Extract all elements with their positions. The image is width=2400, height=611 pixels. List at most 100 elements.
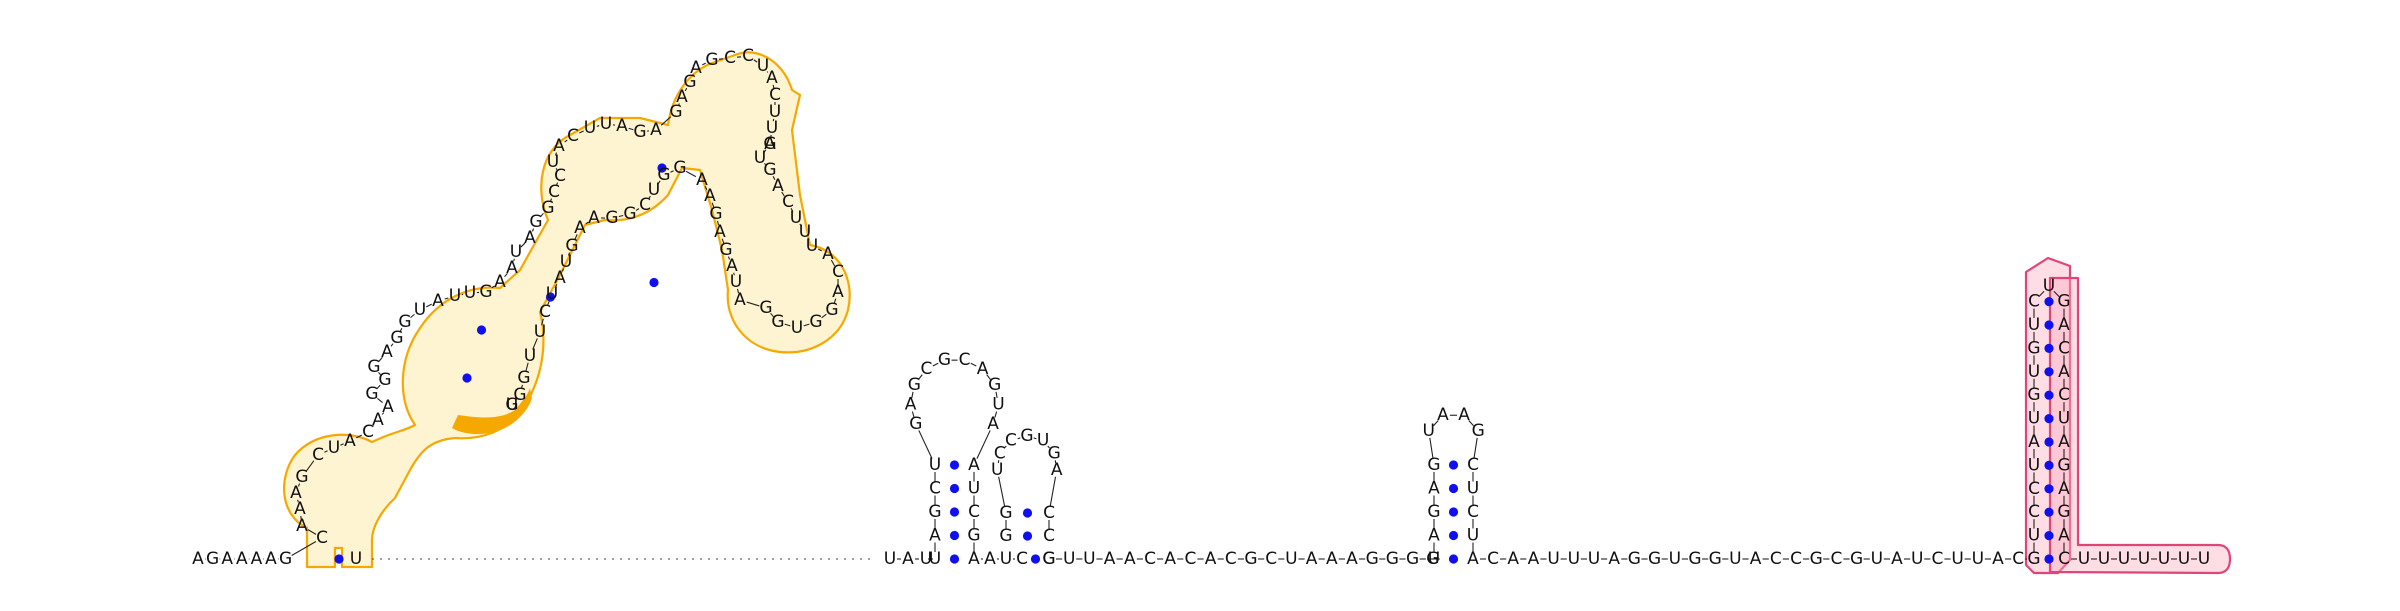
hairpin2-stem-base: A <box>929 526 941 546</box>
backbone-link <box>491 285 495 289</box>
backbone-link <box>753 59 758 63</box>
hairpin1-base: U <box>546 284 558 304</box>
backbone-link <box>998 476 1006 507</box>
base-pair-dot <box>649 277 659 288</box>
base-pair-dot <box>2044 554 2054 564</box>
hairpin2-stem-base: A <box>968 549 980 569</box>
hairpin3-stem-base: G <box>999 526 1012 546</box>
backbone-link <box>807 238 810 240</box>
hairpin5-stem-base: C <box>2028 502 2040 522</box>
backbone-link <box>513 258 515 262</box>
backbone-link <box>670 170 674 173</box>
hairpin5-stem-base: C <box>2028 292 2040 312</box>
backbone-link <box>504 272 508 278</box>
hairpin5-stem-base: U <box>2028 526 2040 546</box>
linker4-base: G <box>1648 549 1661 569</box>
hairpin1-base: A <box>294 499 306 519</box>
base-pair-dot <box>2044 343 2054 353</box>
five-prime-tail-base: G <box>206 549 219 569</box>
base-pair-dot <box>949 507 960 517</box>
backbone-link <box>830 259 836 267</box>
hairpin1-base: G <box>709 204 722 224</box>
backbone-link <box>1033 437 1037 440</box>
hairpin2-stem-base: G <box>928 502 941 522</box>
linker4-base: U <box>1729 549 1741 569</box>
hairpin1-base: A <box>650 120 662 140</box>
hairpin1-base: U <box>799 222 811 242</box>
hairpin5-stem-base: C <box>2058 338 2070 358</box>
linker1-base: U <box>920 549 932 569</box>
backbone-link <box>399 328 403 332</box>
hairpin1-base: U <box>524 346 536 366</box>
backbone-link <box>986 374 991 380</box>
backbone-link <box>918 430 933 459</box>
hairpin3-loop-base: A <box>1051 460 1063 480</box>
backbone-link <box>932 362 939 367</box>
backbone-link <box>799 223 802 227</box>
hairpin4-loop-base: U <box>1423 421 1435 441</box>
three-prime-tail-base: U <box>2178 549 2190 569</box>
base-pair-dot <box>1448 507 1459 517</box>
hairpin1-base: C <box>316 528 328 548</box>
backbone-link <box>410 313 415 319</box>
linker3-base: C <box>1225 549 1237 569</box>
backbone-link <box>377 397 383 404</box>
backbone-link <box>763 149 767 153</box>
backbone-link <box>579 130 584 134</box>
hairpin2-loop-base: A <box>987 414 999 434</box>
backbone-link <box>994 411 998 418</box>
hairpin5-stem-base: A <box>2028 432 2040 452</box>
hairpin5-stem-base: U <box>2058 409 2070 429</box>
backbone-link <box>1047 445 1050 449</box>
base-pair-dot <box>2044 531 2054 541</box>
hairpin1-base: G <box>365 384 378 404</box>
three-prime-tail-base: U <box>2078 549 2090 569</box>
hairpin1-base: A <box>381 342 393 362</box>
hairpin3-loop-base: C <box>994 443 1006 463</box>
linker4-base: A <box>1507 549 1519 569</box>
linker3-base: C <box>1265 549 1277 569</box>
backbone-link <box>736 288 740 294</box>
hairpin1-base: C <box>639 195 651 215</box>
hairpin1-base: U <box>790 208 802 228</box>
backbone-link <box>541 318 544 326</box>
base-pair-dot <box>2044 414 2054 424</box>
hairpin1-base: G <box>759 298 772 318</box>
hairpin1-base: A <box>494 272 506 292</box>
hairpin1-base: G <box>367 357 380 377</box>
hairpin1-loop-base: A <box>766 68 778 88</box>
linker4-base: C <box>1931 549 1943 569</box>
linker3-base: G <box>1426 549 1439 569</box>
linker4-base: U <box>1911 549 1923 569</box>
hairpin5-stem-base: G <box>2027 385 2040 405</box>
backbone-link <box>678 103 680 106</box>
hairpin1-base: G <box>513 385 526 405</box>
backbone-link <box>324 450 328 453</box>
backbone-link <box>772 84 775 89</box>
hairpin5-stem-base: G <box>2057 292 2070 312</box>
hairpin2-stem-base: A <box>968 455 980 475</box>
backbone-link <box>911 411 915 418</box>
backbone-link <box>426 303 432 308</box>
hairpin5-stem-base: A <box>2058 362 2070 382</box>
hairpin1-base: G <box>378 370 391 390</box>
hairpin1-base: A <box>704 186 716 206</box>
hairpin1-base: U <box>560 252 572 272</box>
base-pair-dot <box>949 483 960 494</box>
backbone-link <box>784 323 791 327</box>
linker3-base: C <box>1144 549 1156 569</box>
hairpin1-base: U <box>534 322 546 342</box>
linker3-base: G <box>1366 549 1379 569</box>
backbone-link <box>716 220 720 226</box>
hairpin1-loop-base: G <box>705 50 718 70</box>
base-pair-dot <box>1448 460 1459 470</box>
hairpin4-stem-base: G <box>1427 455 1440 475</box>
hairpin1-base: G <box>673 158 686 178</box>
backbone-link <box>918 374 923 380</box>
hairpin5-stem-base: A <box>2058 479 2070 499</box>
three-prime-tail-base: U <box>2158 549 2170 569</box>
hairpin1-base: U <box>506 395 518 415</box>
hairpin2-stem-base: C <box>929 479 941 499</box>
base-pair-dot <box>949 530 960 541</box>
hairpin1-base: G <box>605 208 618 228</box>
